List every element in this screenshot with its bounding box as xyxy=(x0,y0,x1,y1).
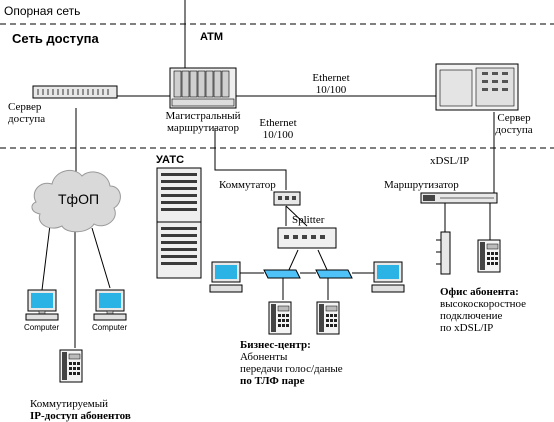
office-note-line3: по xDSL/IP xyxy=(440,322,494,334)
pbx-cabinet xyxy=(156,167,202,279)
access-server-left-device xyxy=(32,85,118,99)
office-note-line1: высокоскоростное xyxy=(440,298,527,310)
ethernet-mid-line2: 10/100 xyxy=(262,129,294,141)
atm-label: ATM xyxy=(200,31,224,43)
dialup-pc-right xyxy=(93,289,127,321)
splitter-device xyxy=(277,227,337,249)
router-label: Маршрутизатор xyxy=(384,179,459,191)
hub-left xyxy=(263,269,301,279)
backbone-router-line1: Магистральный xyxy=(165,110,241,122)
backbone-router-device xyxy=(169,67,237,109)
office-phone xyxy=(477,239,501,273)
dialup-pc-left xyxy=(25,289,59,321)
business-note-line1: Абоненты xyxy=(240,351,288,363)
office-note-line2: подключение xyxy=(440,310,503,322)
business-pc-left xyxy=(209,261,243,293)
hub-right xyxy=(315,269,353,279)
access-server-right-device xyxy=(435,63,519,111)
pstn-label: ТфОП xyxy=(58,191,100,207)
computer-label-2: Computer xyxy=(92,323,128,332)
computer-label-1: Computer xyxy=(24,323,60,332)
business-note-line2: передачи голос/даные xyxy=(240,363,343,375)
core-network-label: Опорная сеть xyxy=(4,4,81,18)
office-note-title: Офис абонента: xyxy=(440,286,519,298)
ethernet-mid-line1: Ethernet xyxy=(259,117,297,129)
dialup-note: Коммутируемый IP-доступ абонентов xyxy=(30,398,131,422)
ethernet-right-label: Ethernet 10/100 xyxy=(306,72,356,96)
access-network-label: Сеть доступа xyxy=(12,31,99,46)
business-phone-left xyxy=(268,301,292,335)
access-server-left-line1: Сервер xyxy=(8,101,42,113)
backbone-router-label: Магистральный маршрутизатор xyxy=(148,110,258,134)
ethernet-right-line2: 10/100 xyxy=(315,84,347,96)
dialup-note-line1: Коммутируемый xyxy=(30,398,109,410)
backbone-router-line2: маршрутизатор xyxy=(167,122,239,134)
dialup-note-line2: IP-доступ абонентов xyxy=(30,410,131,422)
splitter-label: Splitter xyxy=(292,214,325,226)
xdsl-label: xDSL/IP xyxy=(430,155,470,167)
ethernet-right-line1: Ethernet xyxy=(312,72,350,84)
business-phone-right xyxy=(316,301,340,335)
pstn-cloud xyxy=(31,169,121,233)
business-note-line3: по ТЛФ паре xyxy=(240,375,305,387)
ethernet-mid-label: Ethernet 10/100 xyxy=(253,117,303,141)
business-note-title: Бизнес-центр: xyxy=(240,339,311,351)
access-server-right-line1: Сервер xyxy=(497,112,531,124)
access-server-left-line2: доступа xyxy=(8,113,46,125)
access-server-left-label: Сервер доступа xyxy=(8,101,45,125)
office-modem-device xyxy=(436,231,451,275)
business-pc-right xyxy=(371,261,405,293)
access-server-right-line2: доступа xyxy=(495,124,533,136)
dialup-phone xyxy=(59,349,83,383)
business-note: Бизнес-центр: Абоненты передачи голос/да… xyxy=(240,339,343,387)
access-server-right-label: Сервер доступа xyxy=(484,112,544,136)
switch-label: Коммутатор xyxy=(219,179,276,191)
office-note: Офис абонента: высокоскоростное подключе… xyxy=(440,286,526,334)
pbx-label: УАТС xyxy=(156,154,185,166)
office-router-device xyxy=(420,192,498,204)
switch-device xyxy=(273,191,301,206)
